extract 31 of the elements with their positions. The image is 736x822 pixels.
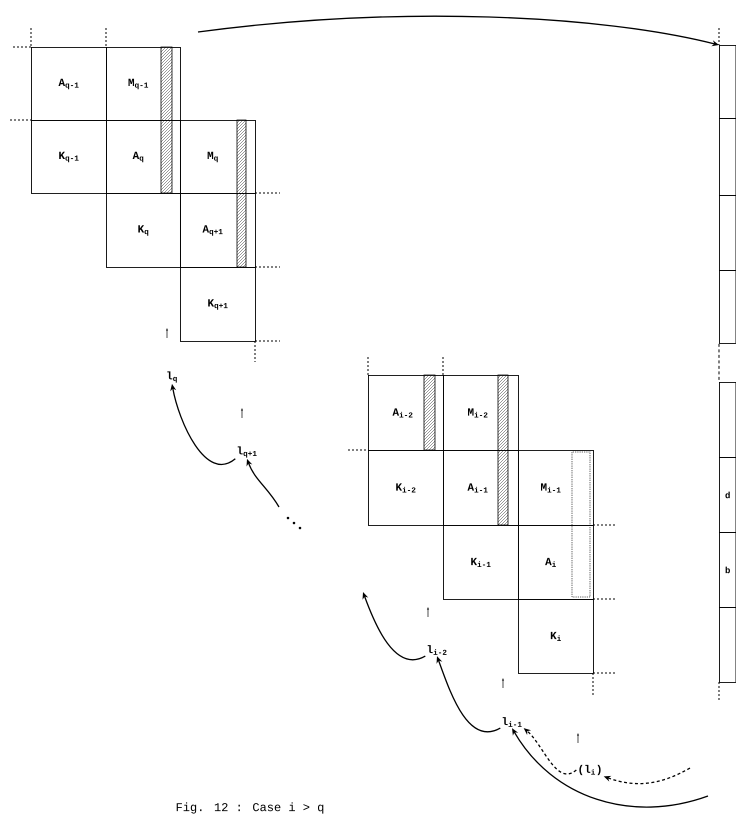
matrix-block: K$_{i-2}$ — [368, 450, 444, 526]
column-cell: b — [719, 532, 736, 608]
column-cell — [719, 382, 736, 458]
matrix-block: A$_{i-2}$ — [368, 375, 444, 451]
column-cell — [719, 270, 736, 344]
matrix-block: M$_{q}$ — [180, 120, 256, 194]
matrix-block: A$_{q+1}$ — [180, 193, 256, 268]
matrix-block: A$_{i-1}$ — [443, 450, 519, 526]
column-cell — [719, 118, 736, 196]
index-label: l$_{q}$ — [167, 371, 177, 383]
matrix-block: K$_{i}$ — [518, 599, 594, 674]
index-label: l$_{i-2}$ — [428, 645, 447, 655]
column-cell: d — [719, 457, 736, 533]
matrix-block: K$_{q}$ — [106, 193, 181, 268]
matrix-block: K$_{q-1}$ — [31, 120, 107, 194]
index-label: l$_{i-1}$ — [502, 717, 522, 727]
column-cell — [719, 607, 736, 683]
matrix-block: M$_{q-1}$ — [106, 47, 181, 121]
matrix-block: M$_{i-2}$ — [443, 375, 519, 451]
index-label: l$_{q+1}$ — [238, 446, 257, 458]
matrix-block: A$_{q-1}$ — [31, 47, 107, 121]
matrix-block: K$_{q+1}$ — [180, 267, 256, 342]
figure-caption: Fig. 12 : Case i > q — [176, 802, 324, 814]
column-cell — [719, 195, 736, 271]
matrix-block: K$_{i-1}$ — [443, 525, 519, 600]
column-cell — [719, 45, 736, 119]
dotted-line — [718, 343, 720, 382]
matrix-block: A$_{i}$ — [518, 525, 594, 600]
matrix-block: M$_{i-1}$ — [518, 450, 594, 526]
matrix-block: A$_{q}$ — [106, 120, 181, 194]
index-label: (l$_{i}$) — [579, 764, 601, 776]
